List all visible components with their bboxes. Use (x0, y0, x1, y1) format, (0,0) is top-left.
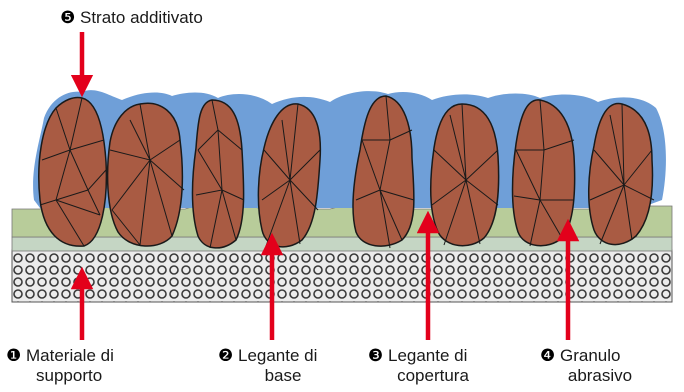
label-number: ❸ (368, 346, 383, 365)
grain-8 (589, 104, 654, 245)
label-number: ❺ (60, 8, 75, 27)
label-number: ❶ (6, 346, 21, 365)
grain-7 (513, 100, 575, 246)
label-legante-copertura: ❸ Legante di copertura (368, 346, 498, 386)
grain-1 (39, 97, 107, 246)
label-text: Materiale di (26, 346, 114, 365)
label-text-line2: copertura (368, 366, 498, 386)
label-number: ❹ (540, 346, 555, 365)
label-text-line2: base (218, 366, 348, 386)
label-text-line2: supporto (18, 366, 156, 386)
label-number: ❷ (218, 346, 233, 365)
label-text: Legante di (388, 346, 467, 365)
label-legante-base: ❷ Legante di base (218, 346, 348, 386)
label-strato-additivato: ❺ Strato additivato (60, 8, 280, 28)
grain-2 (108, 103, 184, 246)
label-materiale-supporto: ❶ Materiale di supporto (6, 346, 156, 386)
label-text: Strato additivato (80, 8, 203, 27)
label-granulo-abrasivo: ❹ Granulo abrasivo (540, 346, 660, 386)
grain-6 (431, 104, 499, 246)
label-text-line2: abrasivo (540, 366, 660, 386)
backing-layer (12, 250, 672, 302)
label-text: Legante di (238, 346, 317, 365)
grain-3 (193, 100, 245, 248)
label-text: Granulo (560, 346, 620, 365)
base-binder-layer (12, 237, 672, 251)
